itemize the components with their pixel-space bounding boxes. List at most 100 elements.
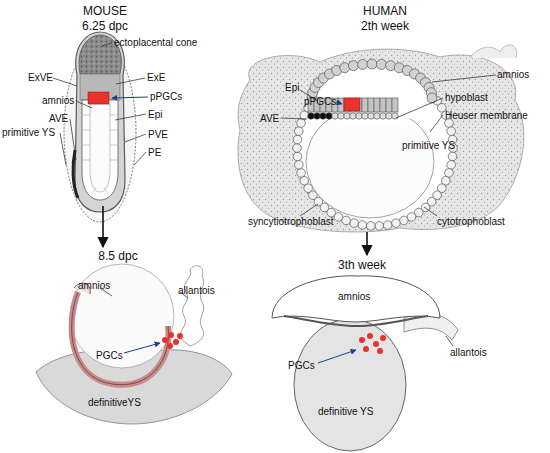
amnion-cell xyxy=(348,61,358,71)
structure-label: definitive YS xyxy=(318,406,373,417)
structure-label: AVE xyxy=(260,113,279,124)
hypoblast-cell xyxy=(344,113,350,119)
structure-label: hypoblast xyxy=(445,92,488,103)
syncytiotrophoblast xyxy=(238,49,524,232)
amnion xyxy=(70,264,174,368)
hypoblast-cell xyxy=(356,113,362,119)
structure-label: Epi xyxy=(148,109,162,120)
cytotrophoblast-cell xyxy=(375,222,384,231)
cytotrophoblast-cell xyxy=(407,213,416,222)
leader-lines xyxy=(100,288,188,298)
embryonic-disc xyxy=(284,316,428,326)
visceral-endoderm xyxy=(75,32,125,212)
hypoblast-cell xyxy=(314,113,320,119)
cytotrophoblast-cell xyxy=(448,152,457,161)
structure-label: definitiveYS xyxy=(88,397,141,408)
structure-label: pPGCs xyxy=(150,91,182,102)
cytotrophoblast-cell xyxy=(293,152,302,161)
hypoblast-cell xyxy=(386,113,392,119)
cytotrophoblast-cell xyxy=(297,119,306,128)
structure-label: ExE xyxy=(147,72,165,83)
structure-label: allantois xyxy=(178,285,215,296)
pointer-arrow xyxy=(124,343,160,353)
amnion-cell xyxy=(376,59,386,69)
proamniotic-cavity xyxy=(90,104,110,192)
pgc xyxy=(168,332,174,338)
pgc xyxy=(359,337,365,343)
cytotrophoblast-cell xyxy=(300,176,309,185)
hypoblast-cell xyxy=(374,113,380,119)
hypoblast-cell xyxy=(320,113,326,119)
cell-outlines xyxy=(82,115,118,194)
structure-label: allantois xyxy=(450,347,487,358)
ppgc-cluster xyxy=(88,92,109,104)
cytotrophoblast-cell xyxy=(445,169,454,178)
cytotrophoblast-cell xyxy=(293,135,302,144)
mouse-embryo-8-5 xyxy=(36,264,232,424)
hypoblast-cell xyxy=(392,113,398,119)
structure-label: Epi xyxy=(285,82,299,93)
definitive-yolk-sac xyxy=(294,319,406,451)
amnion-cell xyxy=(358,59,368,69)
cytotrophoblast-cell xyxy=(366,222,375,231)
structure-label: PGCs xyxy=(288,360,315,371)
cytotrophoblast-cell xyxy=(447,127,456,136)
epiblast-cell xyxy=(374,98,380,112)
hypoblast-cell xyxy=(326,113,332,119)
structure-label: Heuser membrane xyxy=(445,110,528,121)
structure-label: AVE xyxy=(49,113,68,124)
hypoblast-cell xyxy=(362,113,368,119)
embryo-outline xyxy=(72,292,169,385)
epiblast-cell xyxy=(362,98,368,112)
cytotrophoblast-cell xyxy=(358,221,367,230)
epiblast-cell xyxy=(380,98,386,112)
structure-label: PGCs xyxy=(96,350,123,361)
pointer-arrow xyxy=(336,102,342,104)
structure-label: cytotrophoblast xyxy=(437,216,505,227)
pgc xyxy=(167,343,173,349)
structure-label: PVE xyxy=(148,129,168,140)
heading-label: HUMAN xyxy=(363,5,407,18)
cytotrophoblast-cell xyxy=(447,160,456,169)
hypoblast-cell xyxy=(332,113,338,119)
pgc xyxy=(373,341,379,347)
hypoblast-cell xyxy=(368,113,374,119)
epiblast-cell xyxy=(392,98,398,112)
cytotrophoblast-cell xyxy=(295,160,304,169)
pgc xyxy=(363,346,369,352)
human-blastocyst xyxy=(238,45,524,232)
cytotrophoblast-cell xyxy=(383,221,392,230)
pgc xyxy=(377,348,383,354)
structure-label: amnios xyxy=(338,291,370,302)
cytotrophoblast-cell xyxy=(293,144,302,153)
lacuna xyxy=(470,45,517,58)
leader-lines xyxy=(446,336,453,346)
pgc xyxy=(380,335,386,341)
epiblast xyxy=(82,100,118,200)
amnion xyxy=(272,276,440,322)
hypoblast-cell xyxy=(350,113,356,119)
hypoblast-cell xyxy=(338,113,344,119)
leader-lines xyxy=(281,75,496,216)
mouse-egg-cylinder xyxy=(64,32,136,222)
structure-label: ectoplacental cone xyxy=(114,37,197,48)
epiblast-cell xyxy=(386,98,392,112)
structure-label: amnios xyxy=(497,69,529,80)
development-arrow xyxy=(366,232,368,255)
amnion-cell xyxy=(367,59,377,69)
epiblast-cell xyxy=(338,98,344,112)
structure-label: ExVE xyxy=(28,72,53,83)
cytotrophoblast-cell xyxy=(350,219,359,228)
amnion-cell xyxy=(340,63,350,73)
cytotrophoblast-cell xyxy=(295,127,304,136)
hypoblast-cells xyxy=(308,113,398,119)
heading-label: 8.5 dpc xyxy=(98,250,137,263)
hypoblast-cell xyxy=(308,113,314,119)
cytotrophoblast-cell xyxy=(392,219,401,228)
structure-label: pPGCs xyxy=(304,96,336,107)
heading-label: 6.25 dpc xyxy=(82,20,128,33)
human-embryo-3rd-week xyxy=(272,276,458,451)
cytotrophoblast-ring xyxy=(293,66,458,230)
